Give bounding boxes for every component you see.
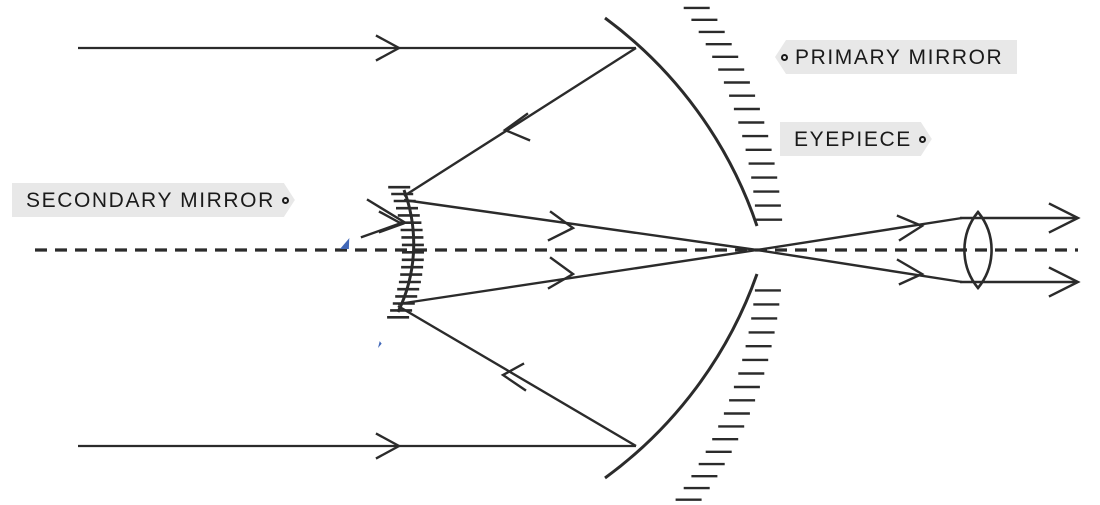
- focus-to-eyepiece-rays: [756, 214, 963, 286]
- secondary-to-focus-bottom: [397, 248, 758, 306]
- eyelet-icon: [919, 136, 926, 143]
- label-secondary-mirror: SECONDARY MIRROR: [12, 183, 295, 217]
- secondary-to-focus-top-arrowhead: [547, 210, 576, 242]
- secondary-mirror-detail-lines: [360, 198, 407, 239]
- secondary-mirror-hatching: [387, 185, 424, 319]
- focus-to-eyepiece-bottom: [756, 248, 963, 284]
- secondary-to-focus-bottom-arrowhead: [547, 256, 576, 290]
- secondary-mirror-fill-lower: [378, 251, 424, 348]
- focus-to-eyepiece-top: [756, 216, 963, 252]
- exit-rays: [960, 202, 1081, 298]
- focus-to-eyepiece-top-arrowhead: [896, 214, 925, 242]
- primary-mirror: [604, 6, 783, 501]
- incoming-rays: [78, 34, 636, 460]
- focus-to-eyepiece-bottom-arrowhead: [896, 258, 925, 286]
- secondary-to-focus-top: [403, 198, 758, 252]
- secondary-mirror: [340, 158, 424, 348]
- primary-mirror-arc-lower: [604, 273, 759, 480]
- primary-to-secondary-top-arrowhead: [502, 112, 531, 142]
- primary-to-secondary-rays: [397, 46, 637, 448]
- label-eyepiece-text: EYEPIECE: [794, 128, 912, 151]
- eyepiece-lens: [963, 209, 993, 291]
- primary-to-secondary-top: [403, 46, 637, 198]
- secondary-mirror-fill-upper: [340, 158, 424, 249]
- label-primary-mirror: PRIMARY MIRROR: [775, 40, 1018, 74]
- exit-ray-top-arrowhead: [1048, 202, 1081, 234]
- secondary-to-focus-rays: [397, 198, 758, 306]
- exit-ray-bottom-arrowhead: [1048, 266, 1081, 298]
- incoming-ray-bottom-arrowhead: [375, 432, 402, 460]
- label-secondary-mirror-text: SECONDARY MIRROR: [26, 189, 275, 212]
- primary-mirror-hatching: [675, 6, 783, 501]
- label-primary-mirror-text: PRIMARY MIRROR: [795, 46, 1004, 69]
- eyelet-icon: [282, 197, 289, 204]
- primary-to-secondary-bottom: [397, 304, 637, 448]
- eyepiece-lens-body: [963, 209, 993, 291]
- incoming-ray-top-arrowhead: [375, 34, 402, 62]
- primary-to-secondary-bottom-arrowhead: [500, 362, 527, 392]
- label-eyepiece: EYEPIECE: [780, 122, 932, 156]
- eyelet-icon: [781, 53, 788, 61]
- primary-mirror-arc-upper: [604, 16, 759, 227]
